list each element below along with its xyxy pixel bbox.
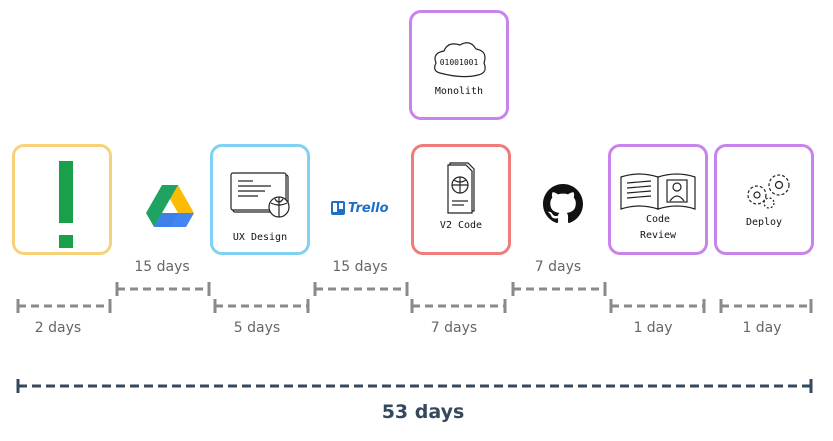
duration-github: 7 days <box>534 259 582 275</box>
document-globe-icon <box>447 162 475 214</box>
code-review-label-line1: Code <box>645 214 671 225</box>
segment-drive <box>115 282 211 296</box>
monolith-stage-box[interactable]: 01001001 Monolith <box>409 10 509 120</box>
deploy-stage-box[interactable]: Deploy <box>714 144 814 255</box>
segment-deploy <box>719 299 813 313</box>
segment-v2-code <box>410 299 507 313</box>
cloud-icon <box>434 42 486 78</box>
duration-trello: 15 days <box>332 259 388 275</box>
alert-stage-box[interactable] <box>12 144 112 255</box>
open-book-icon <box>620 173 696 210</box>
duration-ux: 5 days <box>233 320 281 336</box>
total-line <box>16 379 813 393</box>
deploy-label: Deploy <box>745 217 783 228</box>
segment-github <box>511 282 607 296</box>
trello-logo: Trello <box>331 198 389 218</box>
segment-trello <box>313 282 409 296</box>
google-drive-icon <box>146 185 194 227</box>
duration-review: 1 day <box>633 320 673 336</box>
exclamation-icon <box>59 161 73 248</box>
v2-code-stage-box[interactable]: V2 Code <box>411 144 511 255</box>
gears-icon <box>747 174 790 209</box>
v2-code-label: V2 Code <box>439 220 483 231</box>
trello-wordmark: Trello <box>348 200 389 216</box>
code-review-label-line2: Review <box>639 230 677 241</box>
id-card-icon <box>230 172 290 218</box>
monolith-label: Monolith <box>434 86 484 97</box>
segment-code-review <box>609 299 706 313</box>
github-icon <box>543 184 583 224</box>
duration-v2: 7 days <box>430 320 478 336</box>
duration-drive: 15 days <box>134 259 190 275</box>
duration-deploy: 1 day <box>742 320 782 336</box>
segment-ux-design <box>213 299 310 313</box>
total-duration: 53 days <box>381 401 465 423</box>
ux-design-stage-box[interactable]: UX Design <box>210 144 310 255</box>
trello-icon <box>331 201 345 215</box>
ux-design-label: UX Design <box>232 232 288 243</box>
duration-alert: 2 days <box>34 320 82 336</box>
monolith-cloud-text: 01001001 <box>439 58 479 67</box>
segment-alert <box>16 299 112 313</box>
code-review-stage-box[interactable]: Code Review <box>608 144 708 255</box>
